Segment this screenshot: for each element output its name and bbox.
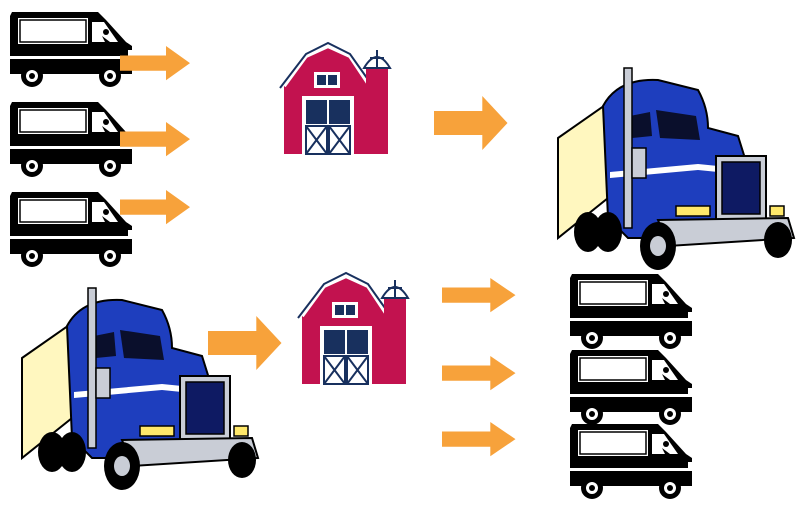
delivery-van-icon xyxy=(570,424,694,499)
right-arrow-icon xyxy=(442,356,516,390)
barn-icon xyxy=(298,273,408,384)
delivery-van-icon xyxy=(10,192,134,267)
right-arrow-icon xyxy=(120,190,190,224)
right-arrow-icon xyxy=(434,96,508,150)
barn-icon xyxy=(280,43,390,154)
delivery-van-icon xyxy=(570,350,694,425)
right-arrow-icon xyxy=(208,316,282,370)
semi-truck-icon xyxy=(22,288,258,490)
right-arrow-icon xyxy=(442,422,516,456)
right-arrow-icon xyxy=(442,278,516,312)
delivery-van-icon xyxy=(570,274,694,349)
semi-truck-icon xyxy=(558,68,794,270)
delivery-van-icon xyxy=(10,12,134,87)
delivery-van-icon xyxy=(10,102,134,177)
